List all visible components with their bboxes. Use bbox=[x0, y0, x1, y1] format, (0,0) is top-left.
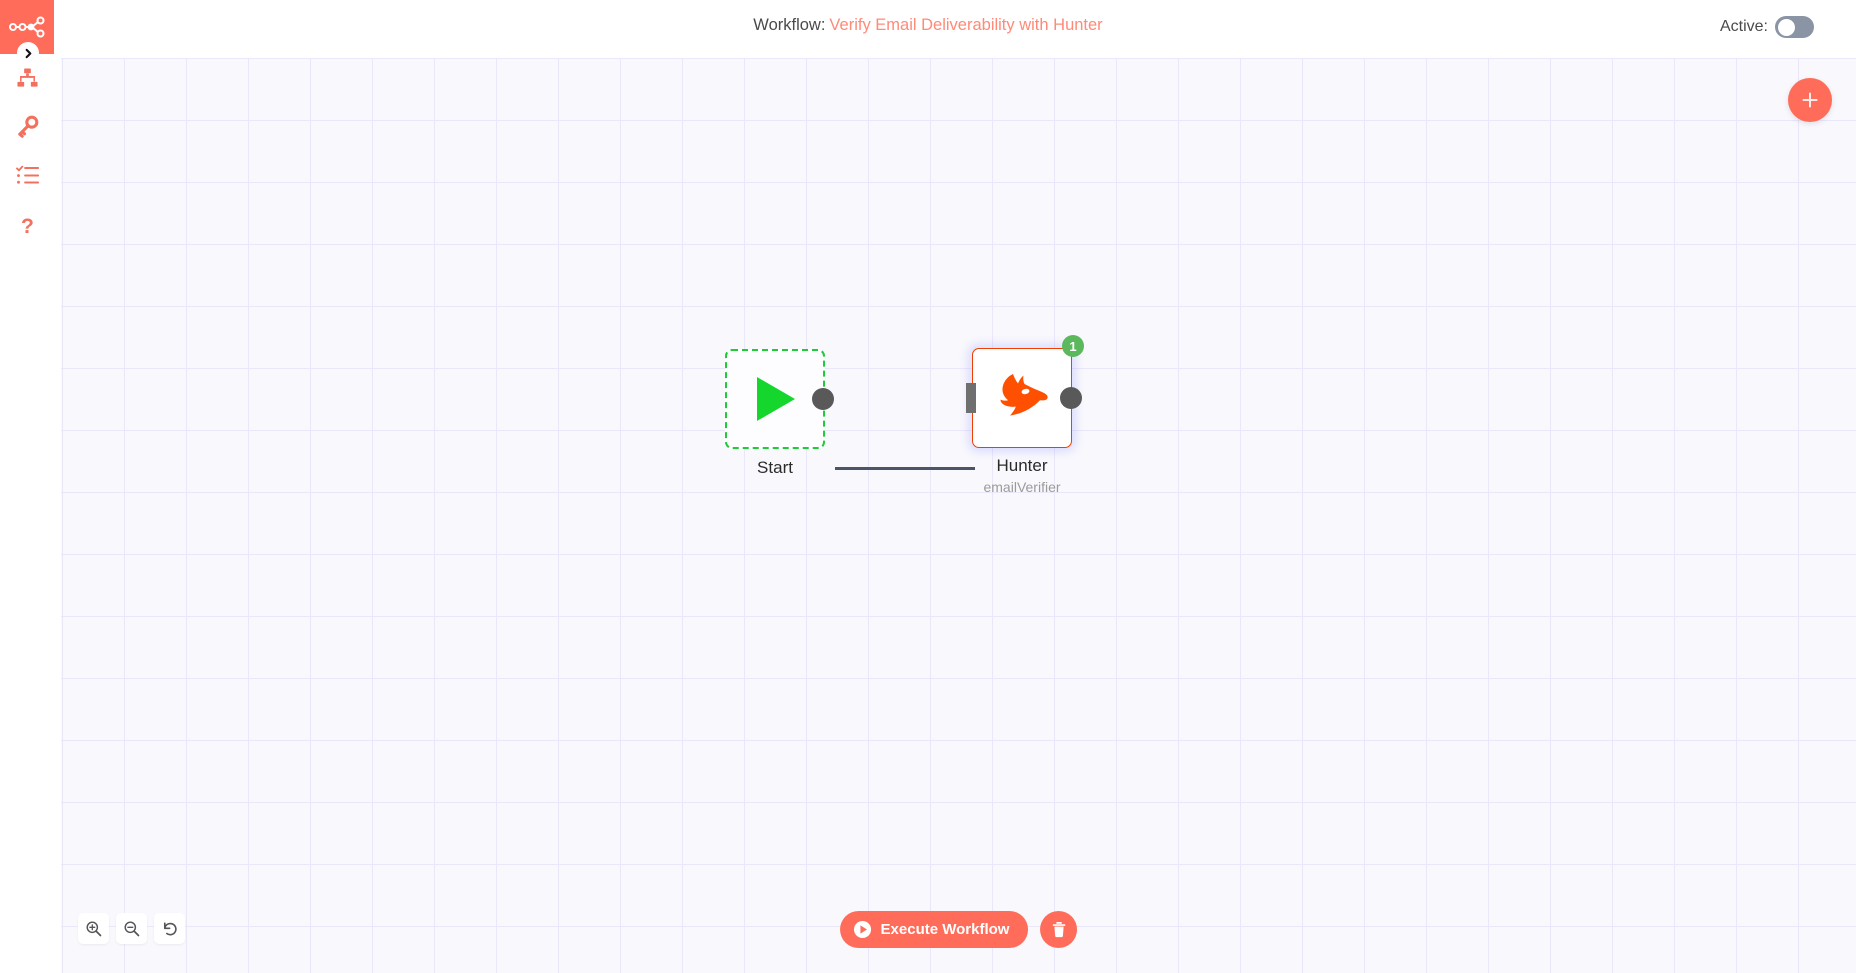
sitemap-icon bbox=[16, 67, 39, 90]
reset-zoom-button[interactable] bbox=[154, 913, 185, 944]
trash-icon bbox=[1052, 922, 1066, 938]
left-sidebar: ? bbox=[0, 0, 61, 973]
play-triangle-icon bbox=[757, 377, 795, 421]
workflow-label: Workflow: bbox=[753, 16, 826, 34]
active-label: Active: bbox=[1719, 18, 1768, 35]
active-toggle-group: Active: bbox=[1720, 16, 1814, 38]
node-hunter[interactable]: 1 Hunter emailVerifier bbox=[966, 335, 1084, 495]
node-hunter-title: Hunter bbox=[996, 456, 1048, 475]
execute-workflow-button[interactable]: Execute Workflow bbox=[839, 911, 1029, 948]
active-toggle[interactable] bbox=[1775, 16, 1814, 38]
node-hunter-caption: Hunter emailVerifier bbox=[892, 455, 1152, 497]
svg-text:?: ? bbox=[21, 215, 34, 238]
hunter-input-endpoint[interactable] bbox=[966, 383, 976, 413]
node-hunter-subtitle: emailVerifier bbox=[983, 479, 1061, 495]
chevron-right-icon[interactable] bbox=[17, 42, 39, 64]
node-hunter-issue-badge[interactable]: 1 bbox=[1062, 335, 1084, 357]
toggle-knob bbox=[1777, 18, 1795, 36]
sidebar-item-executions[interactable] bbox=[6, 154, 48, 196]
sidebar-item-workflows[interactable] bbox=[6, 57, 48, 99]
start-output-endpoint[interactable] bbox=[812, 388, 834, 410]
zoom-in-button[interactable] bbox=[78, 913, 109, 944]
hunter-fox-icon bbox=[1000, 374, 1048, 416]
page-title: Workflow:Verify Email Deliverability wit… bbox=[0, 16, 1856, 35]
connection-start-to-hunter[interactable] bbox=[835, 467, 975, 470]
execute-toolbar: Execute Workflow bbox=[839, 911, 1078, 948]
top-header-bar: Workflow:Verify Email Deliverability wit… bbox=[0, 0, 1856, 58]
delete-button[interactable] bbox=[1040, 911, 1078, 948]
question-mark-icon: ? bbox=[16, 215, 39, 238]
key-icon bbox=[16, 115, 39, 138]
hunter-output-endpoint[interactable] bbox=[1060, 387, 1082, 409]
workflow-name[interactable]: Verify Email Deliverability with Hunter bbox=[829, 16, 1103, 34]
add-node-button[interactable] bbox=[1788, 78, 1832, 122]
checklist-icon bbox=[15, 164, 39, 187]
zoom-out-button[interactable] bbox=[116, 913, 147, 944]
plus-icon bbox=[1802, 92, 1818, 108]
sidebar-item-help[interactable]: ? bbox=[6, 205, 48, 247]
zoom-controls bbox=[78, 913, 185, 944]
sidebar-item-credentials[interactable] bbox=[6, 105, 48, 147]
execute-workflow-label: Execute Workflow bbox=[880, 921, 1010, 938]
zoom-in-icon bbox=[86, 921, 102, 937]
zoom-out-icon bbox=[124, 921, 140, 937]
node-start[interactable]: Start bbox=[725, 349, 834, 477]
workflow-canvas[interactable]: Start 1 Hunter emailVerifier bbox=[61, 58, 1856, 973]
reset-arrow-icon bbox=[163, 921, 177, 935]
play-circle-icon bbox=[853, 920, 871, 939]
